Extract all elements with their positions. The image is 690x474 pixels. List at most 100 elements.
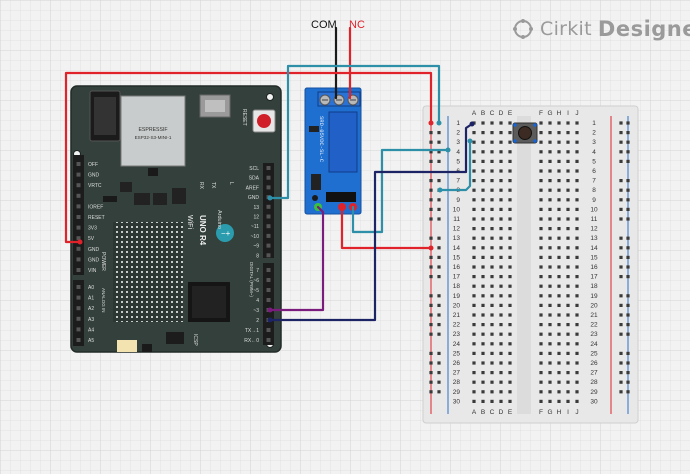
breadboard-hole[interactable]: [508, 284, 512, 288]
header-pin[interactable]: [76, 162, 81, 166]
breadboard-hole[interactable]: [548, 217, 552, 221]
breadboard-hole[interactable]: [508, 361, 512, 365]
header-pin[interactable]: [76, 338, 81, 342]
header-pin[interactable]: [266, 288, 271, 292]
breadboard-hole[interactable]: [508, 313, 512, 317]
rail-hole[interactable]: [626, 159, 630, 163]
breadboard-hole[interactable]: [539, 188, 543, 192]
breadboard-hole[interactable]: [472, 236, 476, 240]
breadboard-hole[interactable]: [499, 198, 503, 202]
header-pin[interactable]: [266, 298, 271, 302]
breadboard-hole[interactable]: [481, 303, 485, 307]
breadboard-hole[interactable]: [548, 323, 552, 327]
rail-hole[interactable]: [429, 371, 433, 375]
rail-hole[interactable]: [619, 351, 623, 355]
breadboard-hole[interactable]: [508, 323, 512, 327]
rail-hole[interactable]: [429, 351, 433, 355]
breadboard-hole[interactable]: [481, 131, 485, 135]
breadboard-hole[interactable]: [499, 121, 503, 125]
rail-hole[interactable]: [619, 217, 623, 221]
breadboard-hole[interactable]: [557, 313, 561, 317]
rail-hole[interactable]: [626, 188, 630, 192]
breadboard-hole[interactable]: [557, 351, 561, 355]
breadboard-hole[interactable]: [566, 294, 570, 298]
rail-hole[interactable]: [437, 150, 441, 154]
breadboard-hole[interactable]: [508, 159, 512, 163]
header-pin[interactable]: [76, 172, 81, 177]
breadboard-hole[interactable]: [499, 150, 503, 154]
rail-hole[interactable]: [619, 332, 623, 336]
breadboard-hole[interactable]: [575, 246, 579, 250]
header-pin[interactable]: [76, 268, 81, 272]
breadboard-hole[interactable]: [566, 361, 570, 365]
breadboard-hole[interactable]: [539, 246, 543, 250]
header-pin[interactable]: [76, 295, 81, 300]
wire-button-gnd[interactable]: [438, 139, 472, 192]
breadboard-hole[interactable]: [499, 179, 503, 183]
rail-hole[interactable]: [619, 159, 623, 163]
breadboard-hole[interactable]: [499, 284, 503, 288]
breadboard-hole[interactable]: [481, 121, 485, 125]
breadboard-hole[interactable]: [566, 303, 570, 307]
breadboard-hole[interactable]: [490, 275, 494, 279]
header-pin[interactable]: [266, 233, 271, 238]
breadboard-hole[interactable]: [557, 236, 561, 240]
breadboard-hole[interactable]: [499, 342, 503, 346]
breadboard-hole[interactable]: [566, 169, 570, 173]
breadboard-hole[interactable]: [539, 294, 543, 298]
breadboard-hole[interactable]: [566, 275, 570, 279]
breadboard-hole[interactable]: [508, 131, 512, 135]
breadboard-hole[interactable]: [499, 217, 503, 221]
breadboard-hole[interactable]: [508, 236, 512, 240]
breadboard-hole[interactable]: [508, 294, 512, 298]
breadboard-hole[interactable]: [575, 284, 579, 288]
breadboard-hole[interactable]: [548, 265, 552, 269]
rail-hole[interactable]: [437, 303, 441, 307]
rail-hole[interactable]: [619, 323, 623, 327]
rail-hole[interactable]: [429, 313, 433, 317]
rail-hole[interactable]: [619, 207, 623, 211]
rail-hole[interactable]: [626, 255, 630, 259]
breadboard-hole[interactable]: [548, 351, 552, 355]
breadboard-hole[interactable]: [490, 313, 494, 317]
breadboard-hole[interactable]: [566, 265, 570, 269]
push-button[interactable]: [512, 122, 538, 144]
breadboard-hole[interactable]: [508, 255, 512, 259]
breadboard-hole[interactable]: [481, 371, 485, 375]
rail-hole[interactable]: [429, 380, 433, 384]
breadboard-hole[interactable]: [557, 140, 561, 144]
breadboard-hole[interactable]: [566, 179, 570, 183]
header-pin[interactable]: [76, 215, 81, 219]
breadboard-hole[interactable]: [548, 275, 552, 279]
rail-hole[interactable]: [626, 371, 630, 375]
breadboard-hole[interactable]: [481, 332, 485, 336]
breadboard-hole[interactable]: [575, 390, 579, 394]
breadboard-hole[interactable]: [557, 284, 561, 288]
breadboard-hole[interactable]: [481, 188, 485, 192]
breadboard-hole[interactable]: [557, 255, 561, 259]
breadboard-hole[interactable]: [472, 351, 476, 355]
breadboard-hole[interactable]: [539, 150, 543, 154]
breadboard-hole[interactable]: [575, 188, 579, 192]
breadboard-hole[interactable]: [508, 371, 512, 375]
rail-hole[interactable]: [619, 179, 623, 183]
breadboard-hole[interactable]: [566, 371, 570, 375]
breadboard-hole[interactable]: [508, 303, 512, 307]
breadboard-hole[interactable]: [548, 313, 552, 317]
breadboard-hole[interactable]: [472, 131, 476, 135]
breadboard-hole[interactable]: [557, 275, 561, 279]
arduino-uno-r4-wifi-board[interactable]: ESPRESSIF ESP32-S3-MINI-1 RESET −+ Ardui…: [70, 85, 282, 353]
breadboard-hole[interactable]: [557, 294, 561, 298]
header-pin[interactable]: [76, 257, 81, 262]
rail-hole[interactable]: [437, 323, 441, 327]
rail-hole[interactable]: [437, 313, 441, 317]
breadboard-hole[interactable]: [490, 284, 494, 288]
rail-hole[interactable]: [619, 236, 623, 240]
breadboard-hole[interactable]: [472, 342, 476, 346]
breadboard-hole[interactable]: [548, 169, 552, 173]
breadboard-hole[interactable]: [566, 246, 570, 250]
breadboard-hole[interactable]: [548, 159, 552, 163]
header-pin[interactable]: [266, 175, 271, 180]
breadboard-hole[interactable]: [490, 361, 494, 365]
breadboard-hole[interactable]: [481, 390, 485, 394]
